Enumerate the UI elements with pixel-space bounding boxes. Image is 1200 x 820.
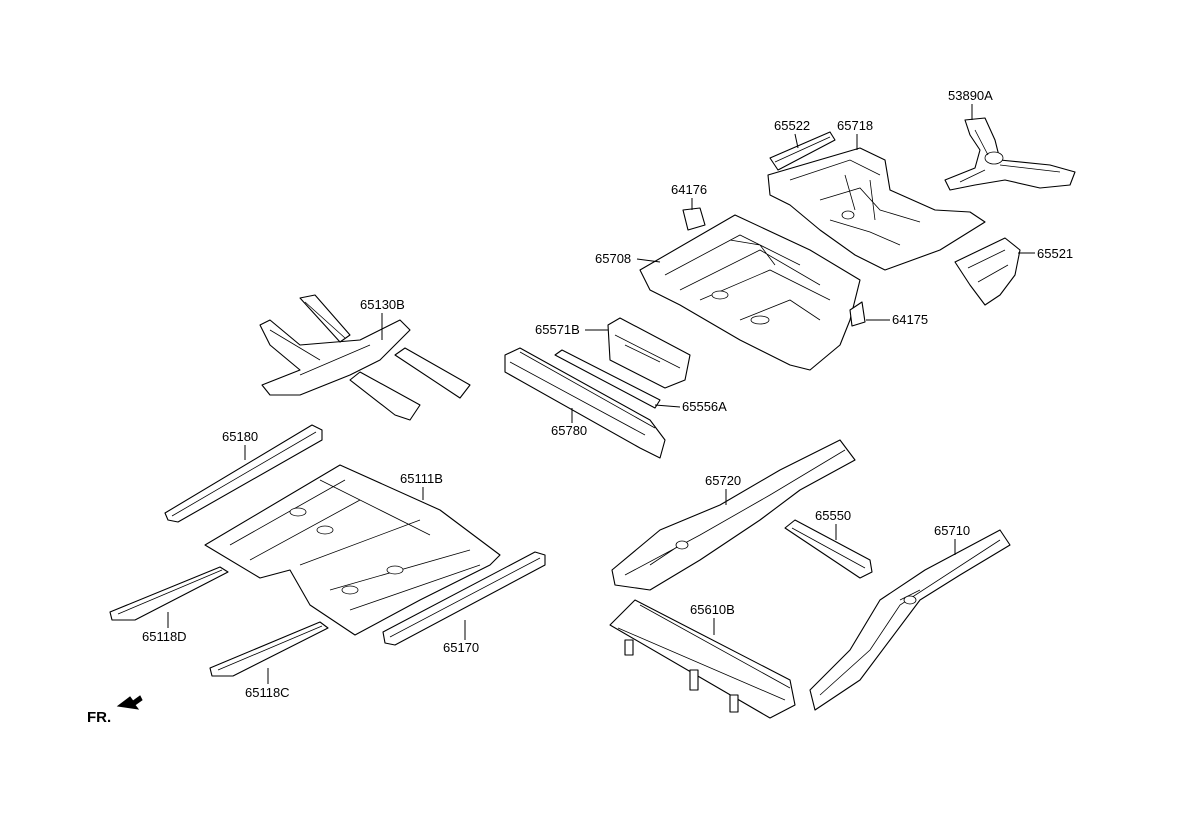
- part-65170-drawing[interactable]: [382, 551, 546, 646]
- label-65610B[interactable]: 65610B: [690, 602, 735, 617]
- part-65710-drawing[interactable]: [809, 529, 1011, 711]
- label-64176[interactable]: 64176: [671, 182, 707, 197]
- label-65522[interactable]: 65522: [774, 118, 810, 133]
- part-65610B-drawing[interactable]: [609, 599, 796, 719]
- label-65118D[interactable]: 65118D: [142, 629, 187, 644]
- part-65720-drawing[interactable]: [611, 439, 856, 591]
- part-65571B-drawing[interactable]: [607, 317, 691, 389]
- label-53890A[interactable]: 53890A: [948, 88, 993, 103]
- part-65118C-drawing[interactable]: [209, 621, 329, 677]
- part-64175-drawing[interactable]: [849, 301, 866, 327]
- label-65521[interactable]: 65521: [1037, 246, 1073, 261]
- label-65708[interactable]: 65708: [595, 251, 631, 266]
- label-65170[interactable]: 65170: [443, 640, 479, 655]
- label-65780[interactable]: 65780: [551, 423, 587, 438]
- part-65180-drawing[interactable]: [164, 424, 323, 523]
- label-65571B[interactable]: 65571B: [535, 322, 580, 337]
- part-65708-drawing[interactable]: [639, 214, 861, 371]
- part-65780-drawing[interactable]: [504, 347, 666, 459]
- part-65522-drawing[interactable]: [769, 131, 836, 171]
- part-64176-drawing[interactable]: [682, 207, 706, 231]
- part-65130B-drawing[interactable]: [259, 294, 471, 421]
- label-64175[interactable]: 64175: [892, 312, 928, 327]
- front-direction-indicator: FR.: [87, 695, 143, 726]
- label-65118C[interactable]: 65118C: [245, 685, 290, 700]
- front-label: FR.: [87, 709, 111, 726]
- label-65710[interactable]: 65710: [934, 523, 970, 538]
- label-65720[interactable]: 65720: [705, 473, 741, 488]
- label-65550[interactable]: 65550: [815, 508, 851, 523]
- part-65550-drawing[interactable]: [784, 519, 873, 579]
- part-65118D-drawing[interactable]: [109, 566, 229, 621]
- label-65180[interactable]: 65180: [222, 429, 258, 444]
- label-65111B[interactable]: 65111B: [400, 471, 443, 486]
- part-65556A-drawing[interactable]: [554, 349, 661, 409]
- part-53890A-drawing[interactable]: [944, 117, 1076, 191]
- front-arrow-icon: [116, 695, 143, 710]
- label-65556A[interactable]: 65556A: [682, 399, 727, 414]
- part-65521-drawing[interactable]: [954, 237, 1021, 306]
- label-65130B[interactable]: 65130B: [360, 297, 405, 312]
- label-65718[interactable]: 65718: [837, 118, 873, 133]
- part-65718-drawing[interactable]: [767, 147, 986, 271]
- part-65111B-drawing[interactable]: [204, 464, 501, 636]
